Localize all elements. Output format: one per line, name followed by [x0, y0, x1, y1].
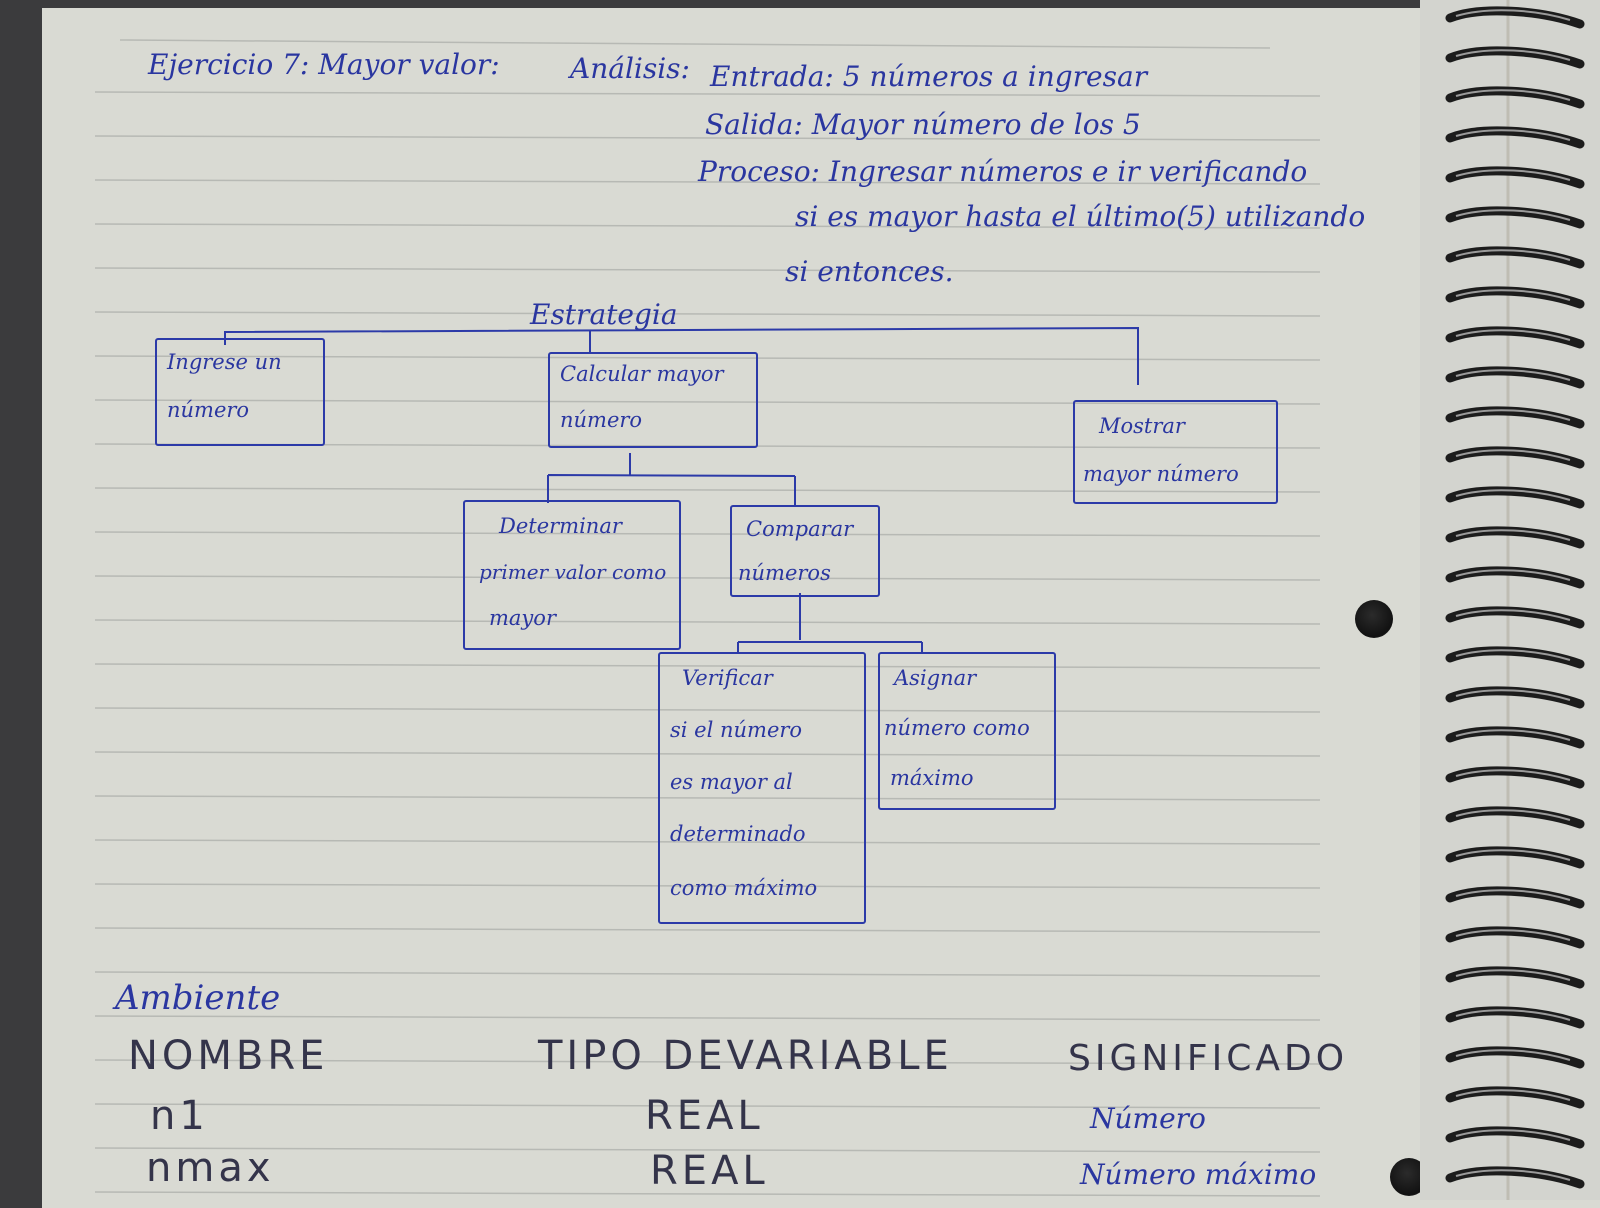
node-verificar: Verificar si el número es mayor al deter… [658, 652, 866, 924]
spiral-ring-highlight [1455, 249, 1571, 261]
node-comparar-line1: Comparar [746, 517, 854, 541]
spiral-ring-highlight [1455, 1089, 1571, 1101]
row-1-name: n1 [150, 1093, 209, 1139]
spiral-ring-highlight [1455, 9, 1571, 21]
spiral-ring-highlight [1455, 169, 1571, 181]
node-determinar-line2: primer valor como [479, 560, 667, 584]
node-calcular-line2: número [560, 408, 643, 432]
node-verificar-line3: es mayor al [670, 770, 793, 794]
spiral-ring-highlight [1455, 489, 1571, 501]
spiral-ring-highlight [1455, 449, 1571, 461]
node-calcular-line1: Calcular mayor [560, 362, 724, 386]
spiral-ring-highlight [1455, 809, 1571, 821]
spiral-ring-highlight [1455, 89, 1571, 101]
spiral-ring-highlight [1455, 1009, 1571, 1021]
node-ingresar-line2: número [167, 398, 250, 422]
column-significado: SIGNIFICADO [1068, 1038, 1349, 1079]
node-mostrar-line1: Mostrar [1099, 414, 1185, 438]
node-verificar-line1: Verificar [682, 666, 773, 690]
spiral-ring-highlight [1455, 929, 1571, 941]
exercise-title: Ejercicio 7: Mayor valor: [148, 48, 500, 81]
spiral-ring-highlight [1455, 1129, 1571, 1141]
spiral-ring-highlight [1455, 1169, 1571, 1181]
punch-hole [1355, 600, 1393, 638]
spiral-ring-highlight [1455, 129, 1571, 141]
analysis-label: Análisis: [570, 52, 690, 85]
process-line-1: Proceso: Ingresar números e ir verifican… [698, 155, 1308, 188]
spiral-ring-highlight [1455, 289, 1571, 301]
node-calcular: Calcular mayor número [548, 352, 758, 448]
spiral-ring-highlight [1455, 689, 1571, 701]
spiral-ring-highlight [1455, 1049, 1571, 1061]
spiral-ring-highlight [1455, 849, 1571, 861]
row-2-name: nmax [146, 1145, 275, 1191]
node-verificar-line2: si el número [670, 718, 803, 742]
spiral-ring-highlight [1455, 409, 1571, 421]
spiral-ring-highlight [1455, 729, 1571, 741]
spiral-ring-highlight [1455, 529, 1571, 541]
node-verificar-line5: como máximo [670, 876, 818, 900]
node-verificar-line4: determinado [670, 822, 806, 846]
node-asignar-line2: número como [884, 716, 1030, 740]
column-tipo: TIPO DEVARIABLE [538, 1033, 953, 1079]
node-determinar-line1: Determinar [499, 514, 622, 538]
spiral-ring-highlight [1455, 609, 1571, 621]
row-2-meaning: Número máximo [1080, 1158, 1317, 1191]
strategy-root: Estrategia [530, 298, 678, 331]
node-ingresar-line1: Ingrese un [167, 350, 282, 374]
row-1-type: REAL [645, 1093, 764, 1139]
node-determinar: Determinar primer valor como mayor [463, 500, 681, 650]
node-comparar-line2: números [738, 561, 831, 585]
spiral-ring-highlight [1455, 329, 1571, 341]
row-1-meaning: Número [1090, 1102, 1206, 1135]
node-asignar-line3: máximo [890, 766, 974, 790]
output-line: Salida: Mayor número de los 5 [705, 108, 1141, 141]
node-ingresar: Ingrese un número [155, 338, 325, 446]
ambiente-title: Ambiente [115, 978, 281, 1018]
node-determinar-line3: mayor [489, 606, 556, 630]
column-nombre: NOMBRE [128, 1033, 329, 1079]
spiral-binding [1420, 0, 1600, 1200]
input-line: Entrada: 5 números a ingresar [710, 60, 1148, 93]
node-asignar: Asignar número como máximo [878, 652, 1056, 810]
spiral-ring-highlight [1455, 969, 1571, 981]
spiral-ring-highlight [1455, 369, 1571, 381]
spiral-ring-highlight [1455, 769, 1571, 781]
spiral-ring-highlight [1455, 569, 1571, 581]
node-mostrar-line2: mayor número [1083, 462, 1239, 486]
spiral-ring-highlight [1455, 889, 1571, 901]
row-2-type: REAL [650, 1148, 769, 1194]
process-line-2: si es mayor hasta el último(5) utilizand… [795, 200, 1366, 233]
spiral-ring-highlight [1455, 649, 1571, 661]
node-comparar: Comparar números [730, 505, 880, 597]
node-asignar-line1: Asignar [894, 666, 977, 690]
spiral-ring-highlight [1455, 209, 1571, 221]
process-line-3: si entonces. [785, 255, 954, 288]
spiral-ring-highlight [1455, 49, 1571, 61]
node-mostrar: Mostrar mayor número [1073, 400, 1278, 504]
